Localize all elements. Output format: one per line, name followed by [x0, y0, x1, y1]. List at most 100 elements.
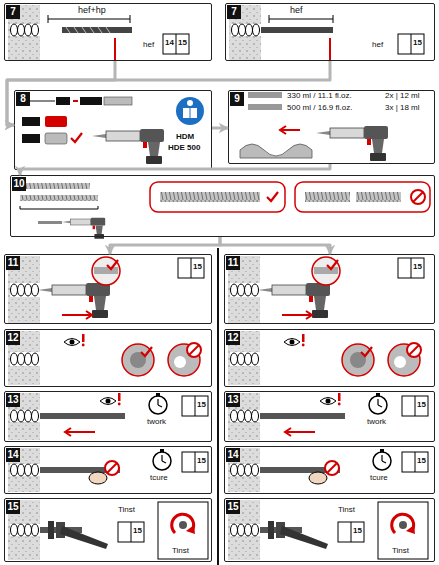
step-column	[8, 256, 208, 560]
flow-arrow	[7, 61, 330, 125]
time-label: tcure	[370, 474, 388, 482]
page-number: 15	[413, 39, 422, 47]
detail-frame	[295, 182, 430, 212]
step-panel: 14	[4, 446, 212, 494]
torque-label: Tinst	[338, 506, 355, 514]
step-number: 12	[6, 331, 20, 345]
manual-icon	[190, 108, 191, 118]
torque-label: Tinst	[172, 547, 189, 555]
step-panel: 7	[4, 3, 212, 61]
drill-bit	[261, 27, 333, 33]
step-panel: 9	[228, 90, 435, 164]
waste-mortar	[240, 144, 312, 158]
page-number: 15	[413, 263, 422, 271]
step-number: 14	[6, 448, 20, 462]
step-panel: 10	[10, 175, 435, 237]
step-number: 13	[226, 393, 240, 407]
tool-name: HDM	[176, 133, 194, 141]
check-symbol	[267, 192, 278, 201]
cartridge-bar	[248, 92, 282, 98]
time-label: twork	[367, 418, 386, 426]
dimension-label: hef	[290, 6, 303, 15]
dimension-label: hef+hp	[78, 6, 106, 15]
cartridge-holder	[45, 116, 67, 127]
step-panel: 11	[224, 254, 435, 324]
page-number: 14	[165, 39, 174, 47]
drill-spiral	[66, 27, 110, 33]
mixer	[160, 192, 260, 202]
step-number: 13	[6, 393, 20, 407]
mixer	[305, 192, 350, 202]
column-divider	[217, 248, 219, 565]
tool-name: HDE 500	[168, 144, 200, 152]
dispenser-symbol	[62, 218, 105, 239]
cartridge-size: 500 ml / 16.9 fl.oz.	[287, 104, 352, 112]
dimension-line	[48, 15, 130, 23]
step-number: 15	[226, 500, 240, 514]
drill-bit	[62, 27, 132, 33]
direction-arrow	[280, 126, 300, 134]
dispenser-symbol	[316, 126, 388, 161]
cartridge-bar	[248, 104, 282, 110]
step-panel: 11	[4, 254, 212, 324]
step-panel: 7	[225, 3, 435, 61]
cartridge-holder	[45, 133, 67, 144]
page-number: 15	[417, 401, 426, 409]
step-number: 7	[6, 5, 20, 19]
step-number: 11	[226, 256, 240, 270]
time-label: tcure	[150, 474, 168, 482]
detail-frame	[150, 182, 285, 212]
leader-line	[329, 38, 331, 61]
step-column	[228, 256, 428, 560]
discard-amount: 2x | 12 ml	[385, 92, 420, 100]
mixer	[20, 183, 90, 189]
step-number: 14	[226, 448, 240, 462]
manual-symbol	[398, 34, 424, 54]
dimension-label: hef	[143, 41, 154, 49]
prohibited-symbol	[411, 190, 425, 204]
step-panel: 12	[224, 329, 435, 387]
page-number: 15	[178, 39, 187, 47]
manual-symbol	[163, 34, 189, 54]
flow-arrow	[110, 237, 220, 254]
step-number: 10	[12, 177, 26, 191]
bore-hole	[10, 24, 62, 36]
page-number: 15	[133, 527, 142, 535]
step-number: 15	[6, 500, 20, 514]
leader-line	[114, 38, 116, 61]
dispenser-symbol	[62, 218, 105, 239]
torque-label: Tinst	[392, 547, 409, 555]
torque-label: Tinst	[118, 506, 135, 514]
step-panel: 12	[4, 329, 212, 387]
step-panel: 13	[4, 391, 212, 442]
step-number: 9	[230, 92, 244, 106]
mixer-extension	[20, 195, 98, 201]
direction-arrow	[73, 100, 78, 102]
cartridge	[80, 97, 102, 105]
mixer	[356, 192, 401, 202]
rebar-ribs	[11, 24, 39, 36]
cartridge	[104, 97, 132, 105]
dimension-line	[269, 15, 333, 23]
rebar-ribs	[232, 24, 260, 36]
step-number: 8	[16, 92, 30, 106]
step-number: 11	[6, 256, 20, 270]
flow-arrow	[220, 237, 330, 254]
flow-arrow	[7, 61, 115, 125]
page-number: 15	[197, 457, 206, 465]
time-label: twork	[147, 418, 166, 426]
page-number: 15	[417, 457, 426, 465]
mixer	[38, 221, 62, 224]
step-panel: 14	[224, 446, 435, 494]
dispenser-symbol	[92, 129, 164, 164]
step-number: 7	[227, 5, 241, 19]
step-number: 12	[226, 331, 240, 345]
check-symbol	[71, 133, 82, 142]
cartridge-size: 330 ml / 11.1 fl.oz.	[287, 92, 352, 100]
page-number: 15	[353, 527, 362, 535]
mandatory-sign	[176, 97, 204, 125]
cartridge-head	[22, 117, 40, 126]
step-panel: 13	[224, 391, 435, 442]
manual-icon	[183, 108, 197, 118]
